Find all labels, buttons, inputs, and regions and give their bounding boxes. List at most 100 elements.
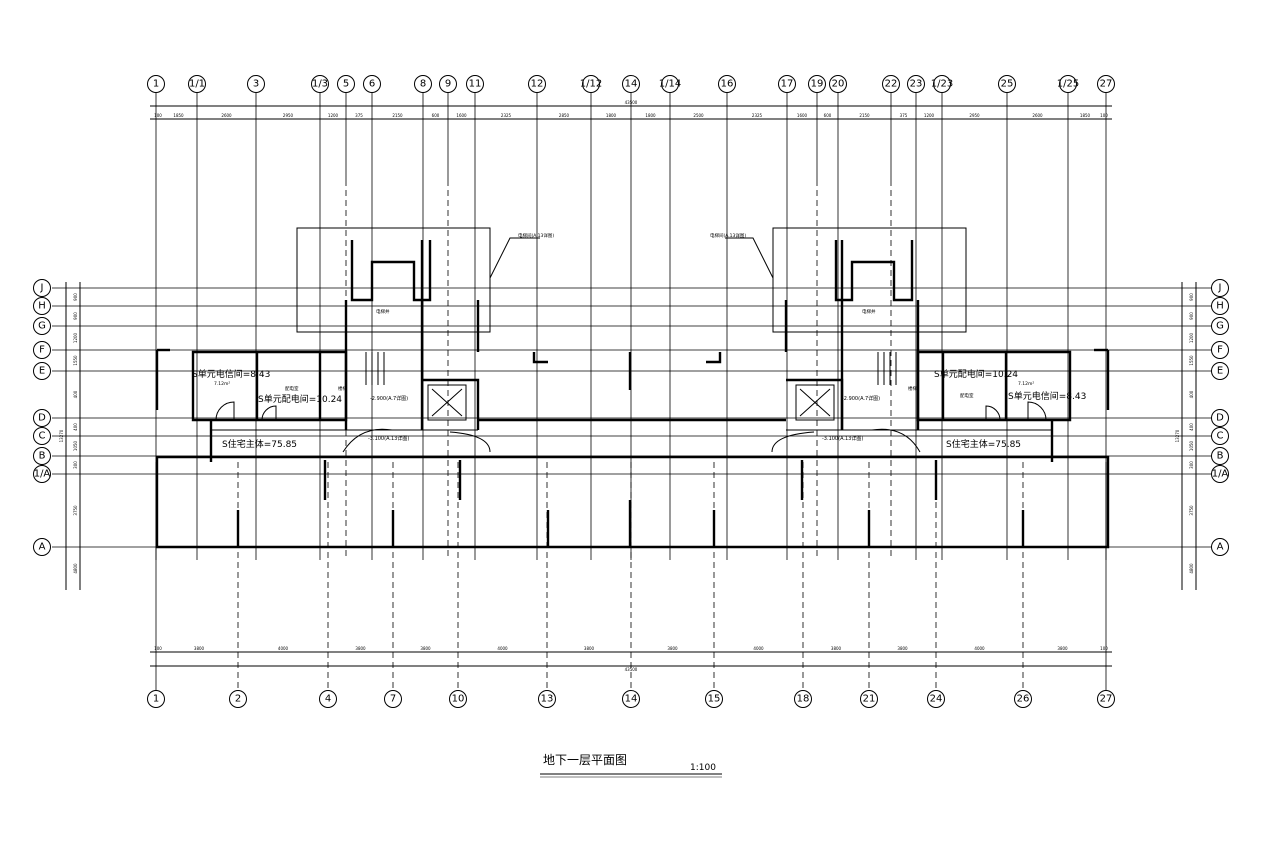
- top-axis-bubble-3: 3: [247, 75, 265, 93]
- top-axis-bubble-1-14: 1/14: [659, 75, 681, 93]
- side-dimension: 1200: [1189, 332, 1194, 343]
- svg-text:27: 27: [1100, 694, 1113, 705]
- bottom-dimension: 3800: [420, 646, 431, 651]
- top-axis-bubble-11: 11: [466, 75, 484, 93]
- right-axis-bubble-C: C: [1211, 427, 1229, 445]
- right-shaft-note: 电梯间(A.13详图): [710, 232, 746, 239]
- side-dimension: 400: [73, 390, 78, 398]
- svg-text:9: 9: [445, 79, 451, 90]
- bottom-axis-bubble-1: 1: [147, 690, 165, 708]
- svg-text:D: D: [38, 413, 46, 424]
- svg-text:3: 3: [253, 79, 259, 90]
- top-dimension: 1850: [1080, 113, 1091, 118]
- svg-text:4: 4: [325, 694, 331, 705]
- svg-text:E: E: [39, 366, 45, 377]
- left-axis-bubble-1-A: 1/A: [33, 465, 51, 483]
- top-axis-bubble-1-1: 1/1: [188, 75, 206, 93]
- side-dimension: 400: [73, 423, 78, 431]
- right-lobby-level: -3.100(A.13详图): [822, 435, 863, 442]
- left-meter-room-label: S单元电信间=8.43: [192, 368, 270, 380]
- left-axis-bubble-F: F: [33, 341, 51, 359]
- top-axis-bubble-20: 20: [829, 75, 847, 93]
- svg-text:F: F: [39, 345, 45, 356]
- right-distribution-room-label: S单元配电间=10.24: [934, 368, 1018, 380]
- svg-text:6: 6: [369, 79, 375, 90]
- left-axis-bubble-D: D: [33, 409, 51, 427]
- left-axis-bubble-E: E: [33, 362, 51, 380]
- svg-text:18: 18: [797, 694, 810, 705]
- side-dimension: 900: [1189, 293, 1194, 301]
- top-axis-bubble-14: 14: [622, 75, 640, 93]
- right-elevator-level: -2.900(A.7详图): [842, 395, 880, 402]
- left-stair-label: 楼梯: [338, 385, 347, 392]
- bottom-axis-bubble-21: 21: [860, 690, 878, 708]
- svg-text:25: 25: [1001, 79, 1014, 90]
- right-axis-bubble-B: B: [1211, 447, 1229, 465]
- top-dimension: 2600: [1032, 113, 1043, 118]
- svg-text:16: 16: [721, 79, 734, 90]
- walls: [155, 227, 1110, 549]
- svg-text:14: 14: [625, 694, 638, 705]
- right-axis-bubble-1-A: 1/A: [1211, 465, 1229, 483]
- top-axis-bubble-25: 25: [998, 75, 1016, 93]
- svg-text:24: 24: [930, 694, 943, 705]
- top-dimension: 2150: [859, 113, 870, 118]
- side-dimension: 1200: [73, 332, 78, 343]
- top-axis-bubble-6: 6: [363, 75, 381, 93]
- svg-text:C: C: [1217, 431, 1224, 442]
- svg-text:5: 5: [343, 79, 349, 90]
- bottom-dimension: 3800: [584, 646, 595, 651]
- top-axis-bubble-17: 17: [778, 75, 796, 93]
- svg-text:H: H: [1216, 301, 1224, 312]
- bottom-dimension: 4000: [974, 646, 985, 651]
- right-axis-bubble-D: D: [1211, 409, 1229, 427]
- top-axis-bubble-8: 8: [414, 75, 432, 93]
- right-unit-labels: S单元电信间=8.43 7.12m² 配电室 S单元配电间=10.24 楼梯 S…: [710, 232, 1086, 450]
- svg-text:19: 19: [811, 79, 824, 90]
- bottom-axis-bubble-15: 15: [705, 690, 723, 708]
- svg-text:1/1: 1/1: [189, 79, 205, 90]
- side-dimension: 900: [73, 293, 78, 301]
- top-axis-bubble-1-23: 1/23: [931, 75, 953, 93]
- bottom-axis-bubble-2: 2: [229, 690, 247, 708]
- top-axis-bubble-1-25: 1/25: [1057, 75, 1079, 93]
- top-dimension: 375: [355, 113, 363, 118]
- top-dimension: 2950: [283, 113, 294, 118]
- bottom-axis-bubble-18: 18: [794, 690, 812, 708]
- svg-text:E: E: [1217, 366, 1223, 377]
- left-storage-label: S住宅主体=75.85: [222, 438, 297, 450]
- left-pit-label: 电梯井: [376, 308, 390, 315]
- top-dimension: 2325: [501, 113, 512, 118]
- bottom-axis-bubble-26: 26: [1014, 690, 1032, 708]
- top-dimension: 1850: [173, 113, 184, 118]
- bottom-axis-bubble-13: 13: [538, 690, 556, 708]
- bottom-dimension: 4000: [497, 646, 508, 651]
- svg-text:8: 8: [420, 79, 426, 90]
- top-dimension: 2600: [221, 113, 232, 118]
- side-dimension: 300: [73, 461, 78, 469]
- svg-text:B: B: [39, 451, 46, 462]
- side-dimension: 3750: [1189, 505, 1194, 516]
- left-distribution-sub: 配电室: [285, 385, 299, 392]
- bottom-axis-bubble-4: 4: [319, 690, 337, 708]
- svg-text:G: G: [38, 321, 46, 332]
- left-axis-bubble-C: C: [33, 427, 51, 445]
- svg-text:1/A: 1/A: [34, 469, 51, 480]
- side-dimension: 900: [1189, 312, 1194, 320]
- svg-text:22: 22: [885, 79, 898, 90]
- left-distribution-room-label: S单元配电间=10.24: [258, 393, 342, 405]
- left-axis-bubble-G: G: [33, 317, 51, 335]
- top-total-dimension: 43500: [625, 100, 638, 105]
- bottom-dimension: 3800: [194, 646, 205, 651]
- svg-text:13: 13: [541, 694, 554, 705]
- top-dimension: 1600: [456, 113, 467, 118]
- top-dimension: 2500: [693, 113, 704, 118]
- top-dimension: 1800: [606, 113, 617, 118]
- svg-text:1/3: 1/3: [312, 79, 328, 90]
- svg-text:11: 11: [469, 79, 482, 90]
- svg-text:G: G: [1216, 321, 1224, 332]
- side-dimension: 3750: [73, 505, 78, 516]
- right-axis-bubble-F: F: [1211, 341, 1229, 359]
- top-axis-bubble-12: 12: [528, 75, 546, 93]
